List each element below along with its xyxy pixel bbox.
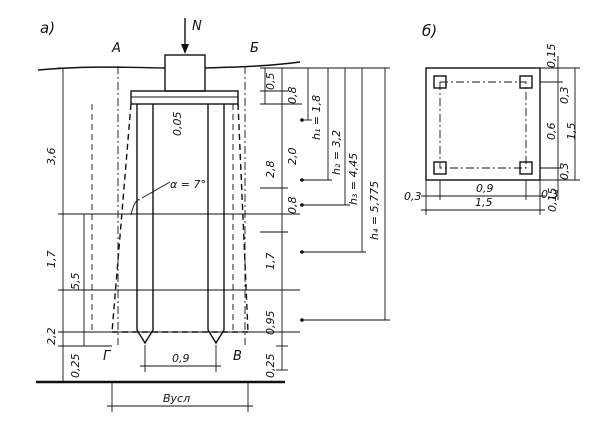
depth-h4: h₄ = 5,775 bbox=[368, 181, 381, 240]
dim-right-0-8-top: 0,8 bbox=[286, 87, 299, 105]
view-a: a) N А Б bbox=[36, 18, 390, 412]
plan-dim-0-3-top: 0,3 bbox=[558, 87, 571, 105]
view-a-label: a) bbox=[40, 19, 55, 37]
depth-h1: h₁ = 1,8 bbox=[310, 95, 323, 140]
dim-right-0-5: 0,5 bbox=[264, 73, 277, 91]
dim-left-3-6: 3,6 bbox=[45, 148, 58, 166]
corner-label-v: В bbox=[233, 349, 242, 364]
depth-h3: h₃ = 4,45 bbox=[347, 153, 360, 205]
dim-right-1-7: 1,7 bbox=[264, 253, 277, 271]
depth-dimension-lines bbox=[300, 67, 390, 321]
plan-pile-top-right bbox=[519, 75, 533, 89]
pile-axis-grid bbox=[439, 81, 527, 169]
bottom-dimension-lines bbox=[107, 345, 253, 412]
dim-pile-offset: 0,05 bbox=[171, 112, 184, 137]
plan-piles bbox=[433, 75, 533, 175]
dim-right-0-95: 0,95 bbox=[264, 311, 277, 336]
pile-cap-plan bbox=[425, 67, 541, 181]
view-b: б) 0,15 0,3 0,6 1,5 0,3 0,15 bbox=[404, 22, 580, 215]
plan-pile-top-left bbox=[433, 75, 447, 89]
plan-right-dimension-lines bbox=[540, 56, 580, 200]
angle-label: α = 7° bbox=[170, 178, 206, 191]
angle-leader bbox=[141, 181, 171, 199]
angle-arc bbox=[130, 199, 141, 216]
plan-dim-1-5-bottom: 1,5 bbox=[475, 196, 493, 209]
plan-pile-bottom-left bbox=[433, 161, 447, 175]
plan-dim-0-15-bottom: 0,15 bbox=[546, 188, 559, 213]
dim-left-1-7: 1,7 bbox=[45, 251, 58, 269]
section-label-a: А bbox=[111, 41, 121, 56]
load-arrowhead bbox=[181, 44, 189, 54]
section-label-b: Б bbox=[250, 41, 259, 56]
plan-dim-0-6: 0,6 bbox=[545, 123, 558, 141]
dim-left-0-25: 0,25 bbox=[69, 354, 82, 379]
ground-surface bbox=[37, 61, 301, 71]
dim-b-cond: Bусл bbox=[163, 392, 190, 405]
column-stub bbox=[164, 54, 206, 92]
pile-right bbox=[207, 104, 225, 345]
dim-right-2-0: 2,0 bbox=[286, 148, 299, 166]
plan-dim-0-3-bottom: 0,3 bbox=[558, 163, 571, 181]
load-label: N bbox=[192, 19, 202, 34]
plan-pile-bottom-right bbox=[519, 161, 533, 175]
dim-pile-spacing: 0,9 bbox=[172, 352, 190, 365]
dim-right-0-8: 0,8 bbox=[286, 197, 299, 215]
dim-right-0-25: 0,25 bbox=[264, 354, 277, 379]
pile-left bbox=[136, 104, 154, 345]
plan-dim-0-3-left: 0,3 bbox=[404, 190, 422, 203]
left-dimension-lines bbox=[58, 67, 89, 383]
plan-dim-0-9: 0,9 bbox=[476, 182, 494, 195]
plan-bottom-dimension-lines bbox=[421, 180, 545, 215]
right-dimension-lines bbox=[260, 67, 302, 371]
corner-label-g: Г bbox=[103, 349, 112, 364]
layer-boundaries bbox=[58, 213, 300, 347]
pile-cap bbox=[130, 90, 239, 105]
view-b-label: б) bbox=[422, 22, 437, 40]
dim-left-5-5: 5,5 bbox=[69, 273, 82, 291]
plan-dim-0-3-right: 0,3 bbox=[541, 188, 559, 201]
dim-right-2-8: 2,8 bbox=[264, 161, 277, 179]
dim-left-2-2: 2,2 bbox=[45, 328, 58, 346]
plan-dim-0-15-top: 0,15 bbox=[545, 44, 558, 69]
plan-dim-1-5: 1,5 bbox=[565, 123, 578, 141]
depth-points bbox=[300, 118, 304, 322]
depth-h2: h₂ = 3,2 bbox=[330, 130, 343, 175]
